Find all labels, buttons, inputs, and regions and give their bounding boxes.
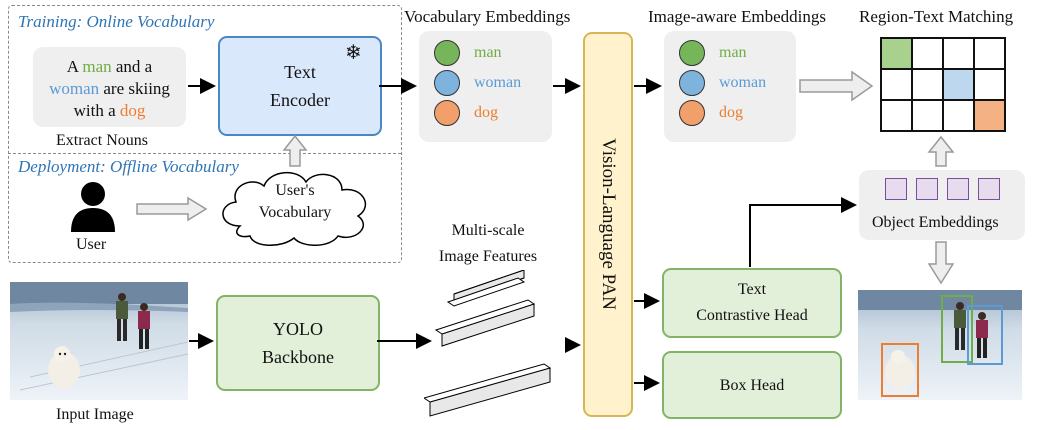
hollow-arrow-vocab-to-encoder: [282, 134, 308, 167]
aware-item-man: man: [679, 40, 747, 66]
object-embedding-square: [885, 178, 907, 200]
arrow-texthead-to-objects: [749, 197, 857, 267]
feature-maps: [424, 270, 552, 417]
vocab-item-woman: woman: [434, 70, 521, 96]
user-icon: [71, 182, 115, 232]
matching-cell: [912, 69, 943, 100]
text-contrastive-head: Text Contrastive Head: [662, 268, 842, 338]
snowflake-icon: ❄: [345, 40, 362, 64]
region-text-title: Region-Text Matching: [859, 7, 1014, 26]
vocab-embeddings-title: Vocabulary Embeddings: [404, 7, 571, 26]
vocabulary-region: [8, 5, 402, 263]
user-label: User: [76, 236, 107, 253]
image-aware-title: Image-aware Embeddings: [648, 7, 826, 26]
matching-grid: [880, 37, 1006, 132]
dog: [48, 346, 80, 388]
matching-cell: [881, 69, 912, 100]
training-label: Training: Online Vocabulary: [18, 12, 215, 31]
users-vocabulary-cloud: [222, 172, 366, 246]
caption-word: are skiing: [103, 79, 170, 98]
input-image: [10, 282, 188, 400]
yolo-backbone-box: YOLO Backbone: [216, 295, 380, 391]
matching-cell: [943, 38, 974, 69]
deployment-label: Deployment: Offline Vocabulary: [18, 157, 239, 176]
aware-item-dog: dog: [679, 100, 743, 126]
matching-cell: [912, 100, 943, 131]
caption-woman: woman: [49, 79, 100, 98]
text-encoder-line2: Encoder: [270, 90, 330, 110]
text-encoder-line1: Text: [284, 62, 316, 82]
matching-cell: [943, 100, 974, 131]
dog-embedding-dot: [434, 100, 460, 126]
vision-language-pan: [583, 32, 633, 417]
object-embedding-square: [916, 178, 938, 200]
caption-dog: dog: [119, 101, 146, 120]
caption-man: man: [82, 57, 112, 76]
man-detection-box: [941, 295, 973, 363]
caption-sentence: A man and a woman are skiing with a dog: [33, 56, 186, 122]
dog-detection-box: [881, 343, 919, 397]
users-vocabulary-text: User's Vocabulary: [258, 182, 332, 221]
hollow-arrow-user-to-vocab: [136, 196, 208, 222]
aware-item-woman: woman: [679, 70, 766, 96]
multiscale-label: Multi-scale Image Features: [438, 222, 538, 265]
output-image: [858, 290, 1022, 400]
man-embedding-dot: [434, 40, 460, 66]
matching-cell: [974, 100, 1005, 131]
caption-word: A: [66, 57, 79, 76]
matching-cell: [881, 100, 912, 131]
matching-cell: [974, 38, 1005, 69]
object-embedding-square: [947, 178, 969, 200]
input-image-label: Input Image: [56, 406, 134, 423]
matching-cell: [912, 38, 943, 69]
skier-woman: [138, 303, 150, 349]
hollow-arrow-objects-to-image: [927, 241, 955, 285]
box-head: Box Head: [662, 351, 842, 419]
woman-detection-box: [967, 305, 1003, 365]
caption-word: and a: [115, 57, 153, 76]
matching-cell: [974, 69, 1005, 100]
region-divider: [8, 153, 401, 154]
matching-cell: [943, 69, 974, 100]
caption-panel: [33, 47, 186, 127]
object-embeddings-label: Object Embeddings: [872, 214, 999, 231]
hollow-arrow-objects-to-matching: [927, 135, 955, 167]
caption-word: with a: [73, 101, 116, 120]
hollow-arrow-aware-to-matching: [799, 70, 874, 102]
text-encoder-box: Text Encoder: [218, 36, 382, 136]
vocab-item-dog: dog: [434, 100, 498, 126]
object-embedding-square: [978, 178, 1000, 200]
skier-man: [116, 293, 128, 341]
vocab-item-man: man: [434, 40, 502, 66]
object-embedding-squares: [885, 178, 1000, 200]
woman-embedding-dot: [434, 70, 460, 96]
extract-nouns-label: Extract Nouns: [56, 132, 148, 149]
matching-cell: [881, 38, 912, 69]
